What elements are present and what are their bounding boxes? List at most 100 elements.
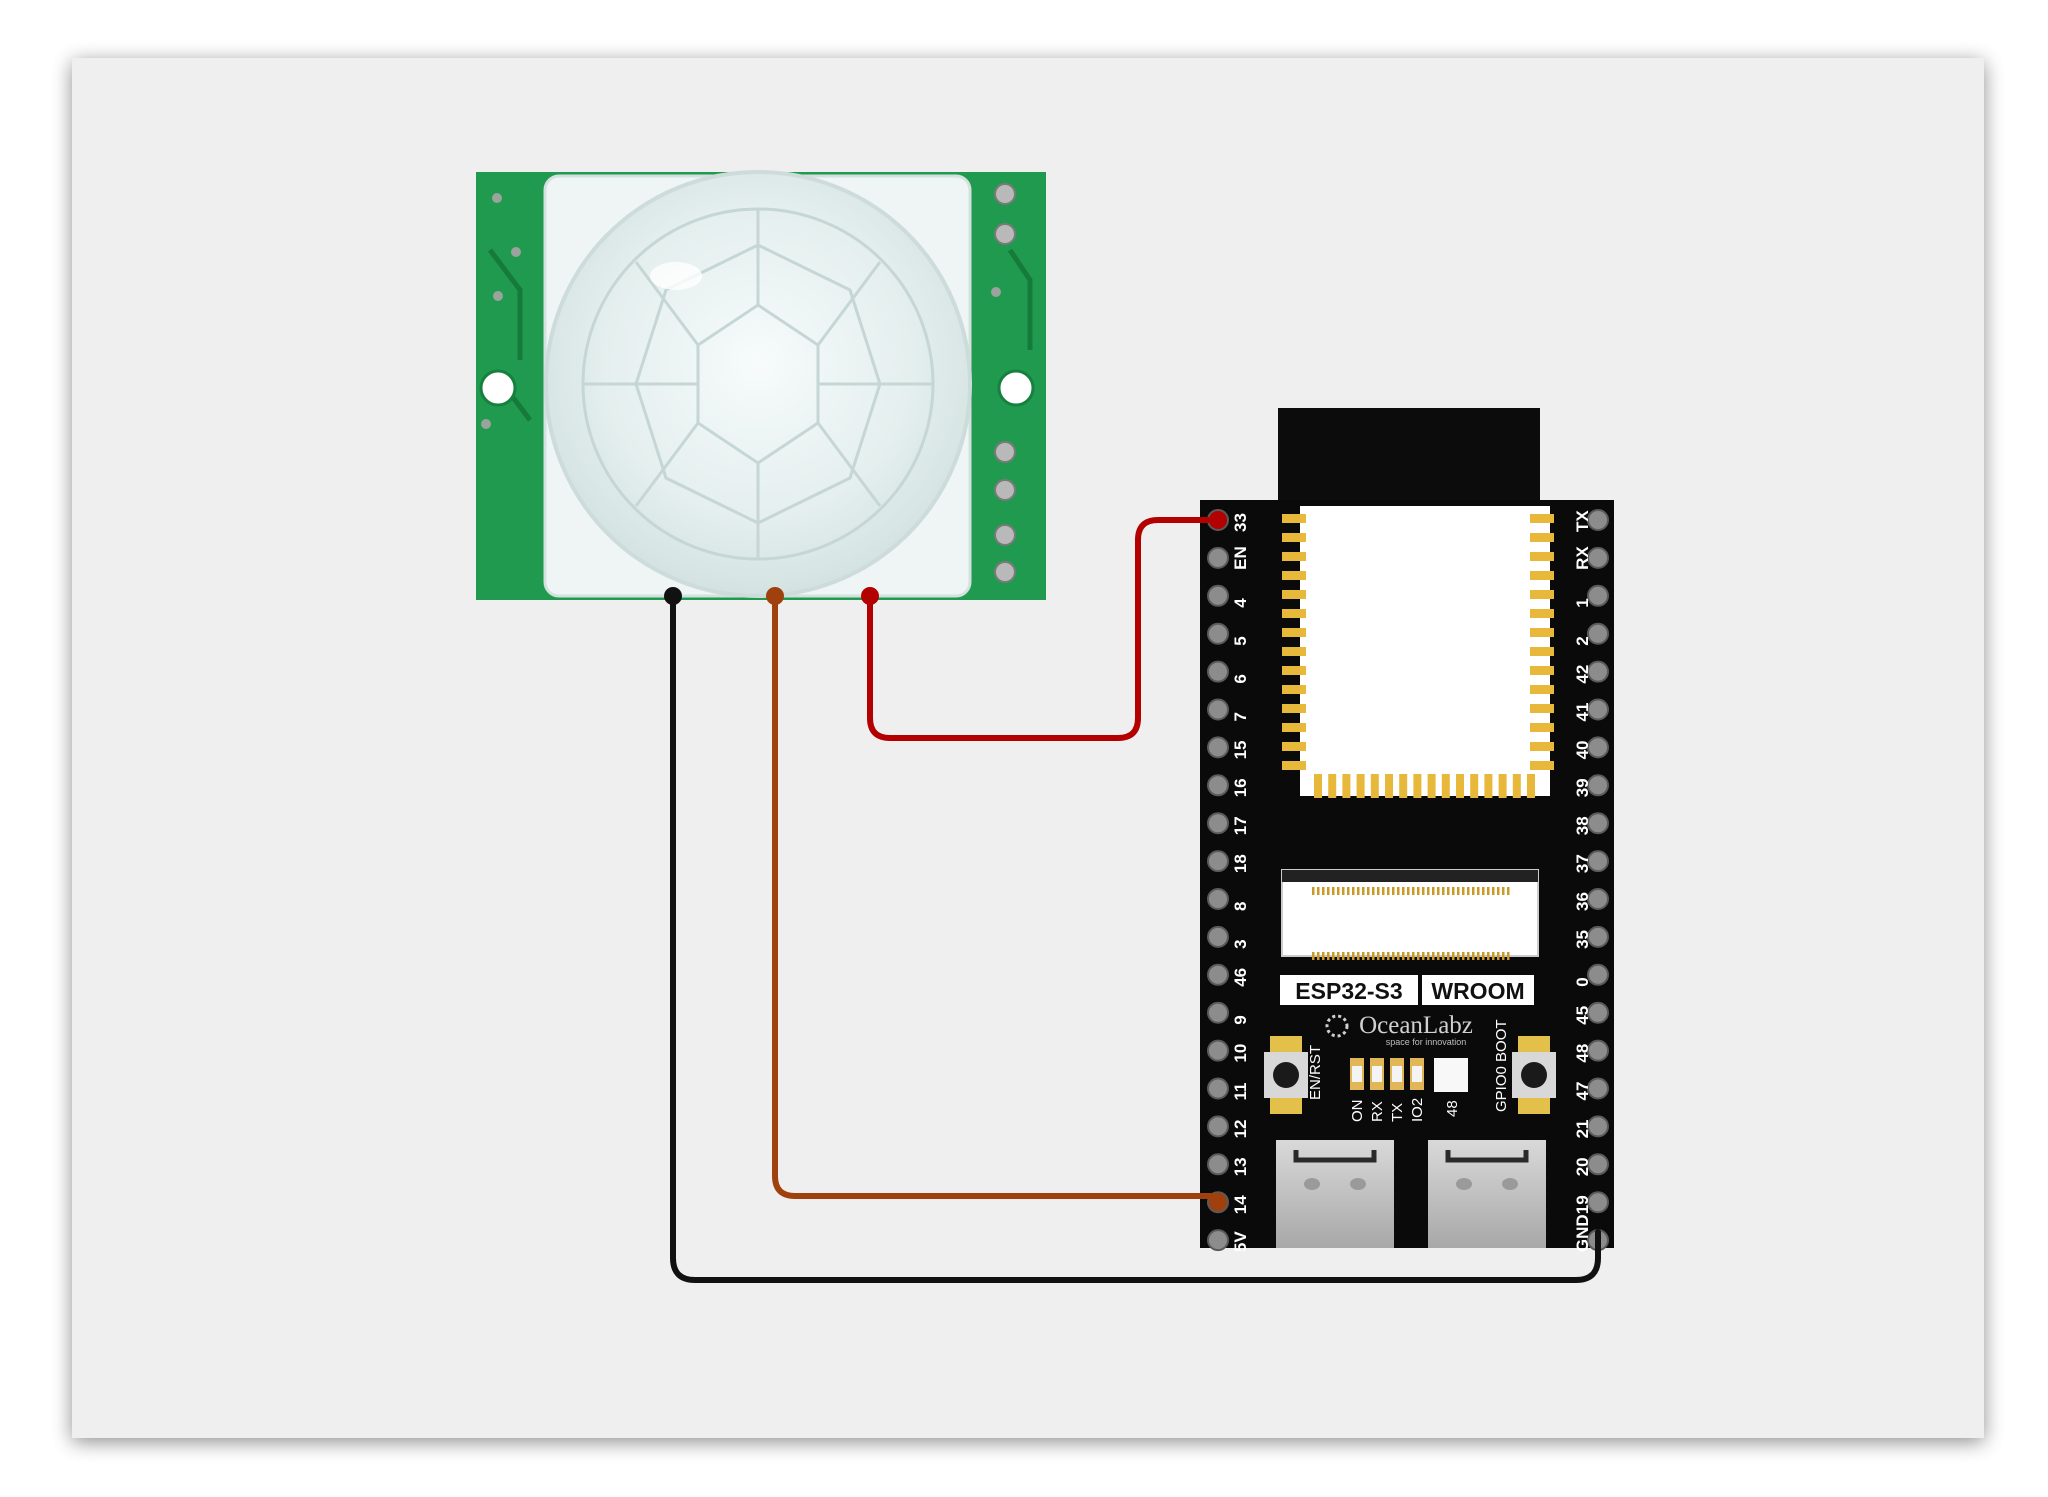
module-label: ESP32-S3: [1295, 978, 1402, 1004]
reset-button-label: EN/RST: [1307, 1045, 1324, 1100]
pin-label-6: 6: [1231, 674, 1250, 683]
header-pin-1: [1587, 584, 1609, 607]
pir-lens-facets: [581, 207, 935, 561]
pin-label-47: 47: [1573, 1082, 1592, 1101]
header-pin-11: [1207, 1077, 1229, 1100]
pin-label-5v: 5V: [1231, 1231, 1250, 1252]
header-pin-18: [1207, 850, 1229, 873]
led-label-io2: IO2: [1409, 1098, 1426, 1122]
boot-button[interactable]: [1512, 1036, 1556, 1114]
variant-label-box: [1422, 975, 1534, 1005]
wire-vcc: [867, 517, 1221, 741]
wire-gnd: [670, 593, 1601, 1283]
header-pin-2: [1587, 622, 1609, 645]
module-label-box: [1280, 975, 1418, 1005]
fpc-connector: [1281, 869, 1539, 960]
header-pin-19: [1587, 1191, 1609, 1214]
wire-gnd-endpoint-pir: [664, 587, 682, 605]
header-pin-15: [1207, 736, 1229, 759]
pin-label-13: 13: [1231, 1157, 1250, 1176]
wire-out: [772, 593, 1223, 1199]
header-pin-3: [1207, 925, 1229, 948]
rgb-led: [1434, 1058, 1468, 1092]
header-pin-10: [1207, 1039, 1229, 1062]
header-pin-21: [1587, 1115, 1609, 1138]
variant-label: WROOM: [1431, 978, 1524, 1004]
pin-label-gnd: GND: [1573, 1214, 1592, 1252]
pin-label-46: 46: [1231, 968, 1250, 987]
pin-label-48: 48: [1573, 1044, 1592, 1063]
header-pin-39: [1587, 774, 1609, 797]
pin-label-12: 12: [1231, 1119, 1250, 1138]
pin-label-39: 39: [1573, 778, 1592, 797]
header-pin-40: [1587, 736, 1609, 759]
header-pin-tx: [1587, 509, 1609, 531]
pin-label-3: 3: [1231, 939, 1250, 948]
header-pin-42: [1587, 660, 1609, 683]
pin-label-tx: TX: [1573, 510, 1592, 532]
pin-label-19: 19: [1573, 1195, 1592, 1214]
header-pin-0: [1587, 963, 1609, 986]
pin-label-37: 37: [1573, 854, 1592, 873]
header-pin-5: [1207, 622, 1229, 645]
wroom-module: [1300, 506, 1550, 796]
header-pin-17: [1207, 812, 1229, 835]
pin-label-11: 11: [1231, 1083, 1250, 1101]
mounting-hole-left: [479, 369, 517, 407]
pin-label-1: 1: [1573, 598, 1592, 607]
wires: [664, 517, 1601, 1283]
header-pin-en: [1207, 546, 1229, 569]
reset-button[interactable]: [1264, 1036, 1308, 1114]
header-pin-48: [1587, 1039, 1609, 1062]
pin-label-41: 41: [1573, 703, 1592, 722]
header-pin-41: [1587, 698, 1609, 721]
pin-label-2: 2: [1573, 636, 1592, 645]
module-castellated-pads: [1282, 514, 1554, 798]
pin-label-9: 9: [1231, 1015, 1250, 1024]
header-pin-35: [1587, 925, 1609, 948]
pin-label-21: 21: [1573, 1119, 1592, 1138]
header-pin-9: [1207, 1001, 1229, 1024]
pin-label-35: 35: [1573, 930, 1592, 949]
pin-label-42: 42: [1573, 665, 1592, 684]
wire-out-endpoint-pir: [766, 587, 784, 605]
boot-button-label: GPIO0 BOOT: [1493, 1019, 1510, 1112]
header-pin-13: [1207, 1153, 1229, 1176]
led-label-on: ON: [1349, 1100, 1366, 1123]
header-pin-38: [1587, 812, 1609, 835]
header-pin-20: [1587, 1153, 1609, 1176]
header-pin-45: [1587, 1001, 1609, 1024]
header-pin-7: [1207, 698, 1229, 721]
header-pin-4: [1207, 584, 1229, 607]
led-label-tx: TX: [1389, 1103, 1406, 1122]
pin-label-18: 18: [1231, 854, 1250, 873]
pin-label-10: 10: [1231, 1044, 1250, 1063]
pin-label-16: 16: [1231, 778, 1250, 797]
led-label-rx: RX: [1369, 1101, 1386, 1122]
wire-vcc-endpoint-pir: [861, 587, 879, 605]
header-pin-36: [1587, 888, 1609, 910]
pin-label-17: 17: [1231, 816, 1250, 835]
header-pin-12: [1207, 1115, 1229, 1138]
header-pin-46: [1207, 963, 1229, 986]
brand-name: OceanLabz: [1359, 1012, 1473, 1039]
usb-c-port-right[interactable]: [1428, 1140, 1546, 1248]
pin-label-15: 15: [1231, 740, 1250, 759]
pin-label-33: 33: [1231, 513, 1250, 532]
header-pin-16: [1207, 774, 1229, 797]
esp32-s3-board: ESP32-S3 WROOM OceanLabz space for innov…: [1200, 408, 1614, 1252]
usb-c-port-left[interactable]: [1276, 1140, 1394, 1248]
pin-label-20: 20: [1573, 1157, 1592, 1176]
header-pin-8: [1207, 888, 1229, 910]
header-pin-37: [1587, 850, 1609, 873]
mounting-hole-right: [997, 369, 1035, 407]
pin-label-38: 38: [1573, 816, 1592, 835]
pin-label-4: 4: [1231, 598, 1250, 608]
pin-label-en: EN: [1231, 546, 1250, 570]
pin-label-7: 7: [1231, 712, 1250, 721]
brand-logo-icon: [1325, 1014, 1349, 1038]
pin-label-45: 45: [1573, 1006, 1592, 1025]
